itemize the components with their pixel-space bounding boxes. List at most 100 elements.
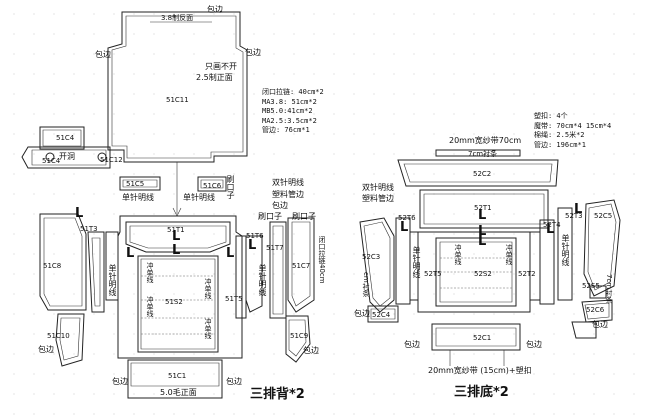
edge-label-52c1-left: 包边 bbox=[404, 340, 420, 349]
punch-line-2: 冲单线 bbox=[204, 278, 212, 299]
cm7-strip-label: 7cm衬条 bbox=[605, 274, 613, 304]
code-52s2: 52S2 bbox=[474, 270, 492, 278]
punch-line-4: 冲单线 bbox=[204, 318, 212, 339]
panel-51c11 bbox=[107, 11, 248, 163]
right-section-title: 三排底*2 bbox=[454, 385, 509, 400]
bottom-band-label: 20mm宽纱带 (15cm)+塑扣 bbox=[428, 366, 532, 375]
corner-label-b: 刷口子 bbox=[292, 212, 316, 221]
panel-51s2-outer bbox=[117, 215, 243, 359]
edge-label-52c1-right: 包边 bbox=[526, 340, 542, 349]
edge-label-top: 包边 bbox=[207, 5, 223, 14]
l-mark: L bbox=[478, 224, 487, 239]
panel-51s2 bbox=[137, 255, 219, 353]
closed-zipper-label: 闭口拉链40cm bbox=[318, 236, 326, 284]
left-specs: 闭口拉链: 40cm*2 MA3.8: 51cm*2 MB5.0:41cm*2 … bbox=[262, 88, 324, 136]
hole-right bbox=[97, 152, 107, 162]
panel-52c6-small bbox=[589, 285, 607, 299]
code-51t6: 51T6 bbox=[246, 232, 264, 240]
panel-51c12 bbox=[21, 146, 111, 169]
code-51t7: 51T7 bbox=[266, 244, 284, 252]
l-mark: L bbox=[172, 243, 181, 258]
strip-left-inner bbox=[87, 231, 105, 313]
strip-52t5 bbox=[409, 231, 419, 301]
code-51c11: 51C11 bbox=[166, 96, 189, 104]
code-51s2: 51S2 bbox=[165, 298, 183, 306]
open-hole-label: 开洞 bbox=[59, 152, 75, 161]
panel-51c6 bbox=[197, 176, 227, 192]
edge-label-c1-right: 包边 bbox=[226, 377, 242, 386]
code-51c12: 51C12 bbox=[100, 156, 123, 164]
strip-52t2 bbox=[529, 231, 541, 301]
panel-51c5 bbox=[119, 176, 161, 191]
single-needle-line-a: 单针明线 bbox=[122, 193, 154, 202]
code-51t3: 51T3 bbox=[80, 225, 98, 233]
plastic-pipe-left: 塑料管边 bbox=[272, 190, 304, 199]
panel-51c7 bbox=[287, 217, 315, 313]
panel-2-5-label: 2.5制正面 bbox=[196, 73, 233, 82]
code-52c1: 52C1 bbox=[473, 334, 492, 342]
code-52t4: 52T4 bbox=[543, 221, 561, 229]
code-51c10: 51C10 bbox=[47, 332, 70, 340]
panel-51c10 bbox=[55, 313, 85, 367]
panel-51c1 bbox=[127, 359, 223, 399]
strip-51t5 bbox=[235, 235, 247, 319]
strip-7cm-label: 7cm衬条 bbox=[468, 150, 498, 158]
code-51t1: 51T1 bbox=[167, 226, 185, 234]
l-mark: L bbox=[248, 238, 257, 253]
left-spec-line: 闭口拉链: 40cm*2 bbox=[262, 88, 324, 96]
edge-label-c9: 包边 bbox=[303, 346, 319, 355]
right-spec-line: 塑扣: 4个 bbox=[534, 112, 568, 120]
panel-52t1 bbox=[419, 189, 549, 229]
single-needle-r2: 单针明线 bbox=[561, 234, 570, 266]
panel-52s2 bbox=[435, 237, 517, 307]
code-52t3: 52T3 bbox=[565, 212, 583, 220]
code-51c7: 51C7 bbox=[292, 262, 311, 270]
right-spec-line: 棉绳: 2.5米*2 bbox=[534, 131, 585, 139]
code-52c4: 52C4 bbox=[372, 311, 391, 319]
left-spec-line: MA3.8: 51cm*2 bbox=[262, 97, 317, 106]
edge-label-c1-left: 包边 bbox=[112, 377, 128, 386]
code-52c3: 52C3 bbox=[362, 253, 381, 261]
code-51c4: 51C4 bbox=[56, 134, 75, 142]
code-51t5: 51T5 bbox=[225, 295, 243, 303]
plush-label: 5.0毛正面 bbox=[160, 388, 197, 397]
l-mark: L bbox=[574, 202, 583, 217]
strip-51t7 bbox=[269, 221, 287, 319]
punch-line-3: 冲单线 bbox=[146, 296, 154, 317]
edge-label-52c6: 包边 bbox=[592, 320, 608, 329]
panel-52c2 bbox=[397, 159, 559, 187]
code-51c8: 51C8 bbox=[43, 262, 62, 270]
single-needle-r1: 单针明线 bbox=[412, 246, 421, 278]
code-51c1: 51C1 bbox=[168, 372, 187, 380]
single-needle-line-b: 单针明线 bbox=[183, 193, 215, 202]
strip-51t6 bbox=[245, 235, 263, 313]
cm-strip-label: cm衬条 bbox=[362, 272, 370, 297]
code-52t2: 52T2 bbox=[518, 270, 536, 278]
l-mark: L bbox=[226, 246, 235, 261]
strip-52t4 bbox=[539, 219, 555, 305]
single-needle-right: 单针明线 bbox=[258, 264, 267, 296]
l-mark: L bbox=[172, 229, 181, 244]
single-needle-left: 单针明线 bbox=[108, 264, 117, 296]
double-needle-left: 双针明线 bbox=[272, 178, 304, 187]
strip-52-top bbox=[435, 149, 521, 157]
panel-51t1 bbox=[125, 221, 231, 253]
code-51c5: 51C5 bbox=[126, 180, 145, 188]
code-51c9: 51C9 bbox=[290, 332, 309, 340]
code-52t5: 52T5 bbox=[424, 270, 442, 278]
code-52c5: 52C5 bbox=[594, 212, 613, 220]
left-spec-line: MA2.5:3.5cm*2 bbox=[262, 116, 317, 125]
panel-51c11-inner bbox=[111, 15, 244, 159]
corner-label-a: 刷口子 bbox=[258, 212, 282, 221]
code-51c6: 51C6 bbox=[203, 182, 222, 190]
panel-52c3 bbox=[359, 217, 395, 313]
code-52t1: 52T1 bbox=[474, 204, 492, 212]
l-mark: L bbox=[400, 220, 409, 235]
edge-label-c10: 包边 bbox=[38, 345, 54, 354]
punch-line-r2: 冲单线 bbox=[505, 244, 513, 265]
note-no-open: 只画不开 bbox=[205, 62, 237, 71]
panel-52c1 bbox=[431, 323, 521, 351]
strip-52t6 bbox=[395, 217, 411, 305]
